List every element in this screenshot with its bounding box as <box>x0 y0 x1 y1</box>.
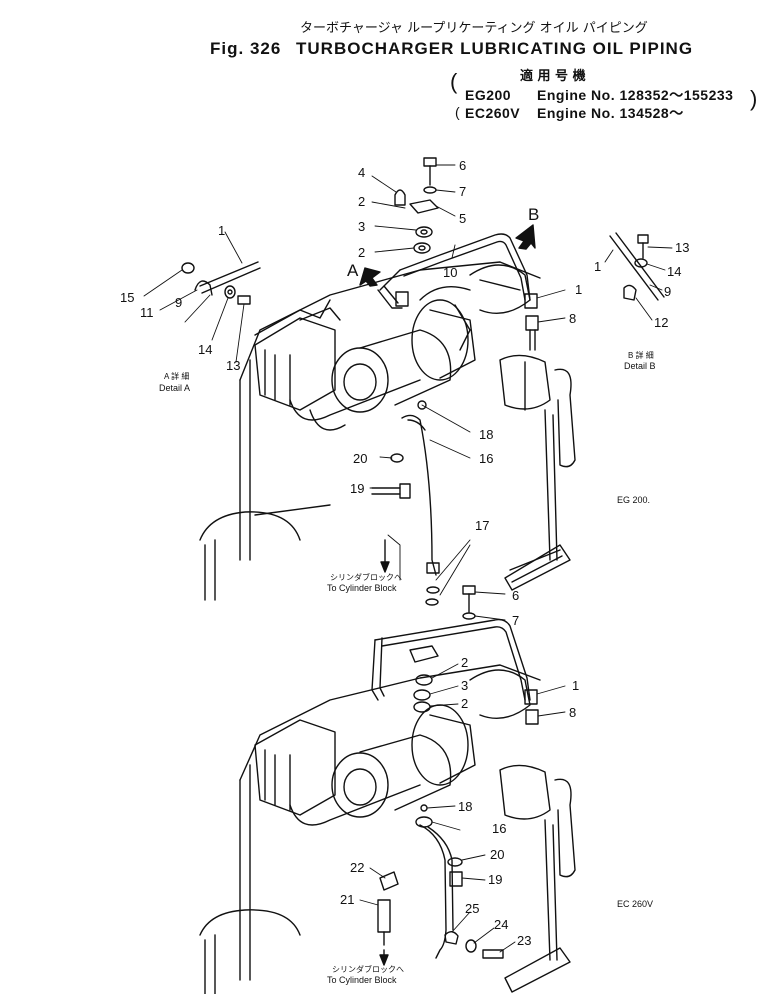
callout: 15 <box>120 290 135 305</box>
callout: 9 <box>175 295 183 310</box>
detail-b-caption: Detail B <box>624 361 656 371</box>
bottom-engine-assembly <box>199 585 576 994</box>
detail-b-jp: B 詳 細 <box>628 351 654 360</box>
callout: 1 <box>572 678 580 693</box>
callout: 2 <box>358 194 366 209</box>
figure-number: Fig. 326 <box>210 39 282 58</box>
to-block-en-bottom: To Cylinder Block <box>327 975 397 985</box>
bottom-view-model: EC 260V <box>617 899 654 909</box>
callout: 1 <box>218 223 226 238</box>
callout: 2 <box>358 245 366 260</box>
title-japanese: ターボチャージャ ループリケーティング オイル パイピング <box>300 21 648 36</box>
callout: 21 <box>340 892 355 907</box>
to-block-jp-top: シリンダブロックへ <box>330 573 402 582</box>
callout: 19 <box>350 481 365 496</box>
applicability-engine-1: Engine No. 128352～155233 <box>537 87 734 103</box>
callout: 6 <box>512 588 520 603</box>
callout: 18 <box>458 799 473 814</box>
paren-open-1: ( <box>450 69 458 94</box>
callout: 2 <box>461 655 469 670</box>
callout: 18 <box>479 427 494 442</box>
applicability-engine-2: Engine No. 134528～ <box>537 105 684 121</box>
detail-a-caption: Detail A <box>159 383 191 393</box>
callout: 10 <box>443 265 458 280</box>
applicability-model-2: EC260V <box>465 105 521 121</box>
detail-a-jp: A 詳 細 <box>164 372 190 381</box>
callout: 1 <box>575 282 583 297</box>
top-view-model: EG 200. <box>617 495 651 505</box>
callout: 11 <box>140 305 154 320</box>
callout: 4 <box>358 165 366 180</box>
callout: 17 <box>475 518 490 533</box>
callout: 3 <box>358 219 366 234</box>
callout: 14 <box>198 342 213 357</box>
callout: 22 <box>350 860 365 875</box>
callout: 19 <box>488 872 503 887</box>
callout: 3 <box>461 678 469 693</box>
callout: 14 <box>667 264 682 279</box>
paren-open-2: ( <box>455 104 461 120</box>
callout: 6 <box>459 158 467 173</box>
callout: 7 <box>512 613 520 628</box>
page-title: TURBOCHARGER LUBRICATING OIL PIPING <box>296 39 694 58</box>
callout: 20 <box>490 847 505 862</box>
callout: 7 <box>459 184 467 199</box>
callout: 8 <box>569 705 577 720</box>
callout: 9 <box>664 284 672 299</box>
callout: 2 <box>461 696 469 711</box>
callout: 20 <box>353 451 368 466</box>
to-block-jp-bottom: シリンダブロックへ <box>332 965 404 974</box>
callout: 5 <box>459 211 467 226</box>
paren-close: ) <box>750 86 758 111</box>
callout: 16 <box>492 821 507 836</box>
top-engine-assembly <box>143 157 673 606</box>
callout: 25 <box>465 901 480 916</box>
callout: 24 <box>494 917 509 932</box>
callout: 12 <box>654 315 669 330</box>
callout: 8 <box>569 311 577 326</box>
callout: 13 <box>675 240 690 255</box>
to-block-en-top: To Cylinder Block <box>327 583 397 593</box>
callout: 1 <box>594 259 602 274</box>
callout: 23 <box>517 933 532 948</box>
applicability-model-1: EG200 <box>465 87 512 103</box>
arrow-label-a: A <box>347 261 359 280</box>
applicability-heading: 適 用 号 機 <box>520 69 586 84</box>
arrow-label-b: B <box>528 205 540 224</box>
callout: 13 <box>226 358 241 373</box>
callout: 16 <box>479 451 494 466</box>
